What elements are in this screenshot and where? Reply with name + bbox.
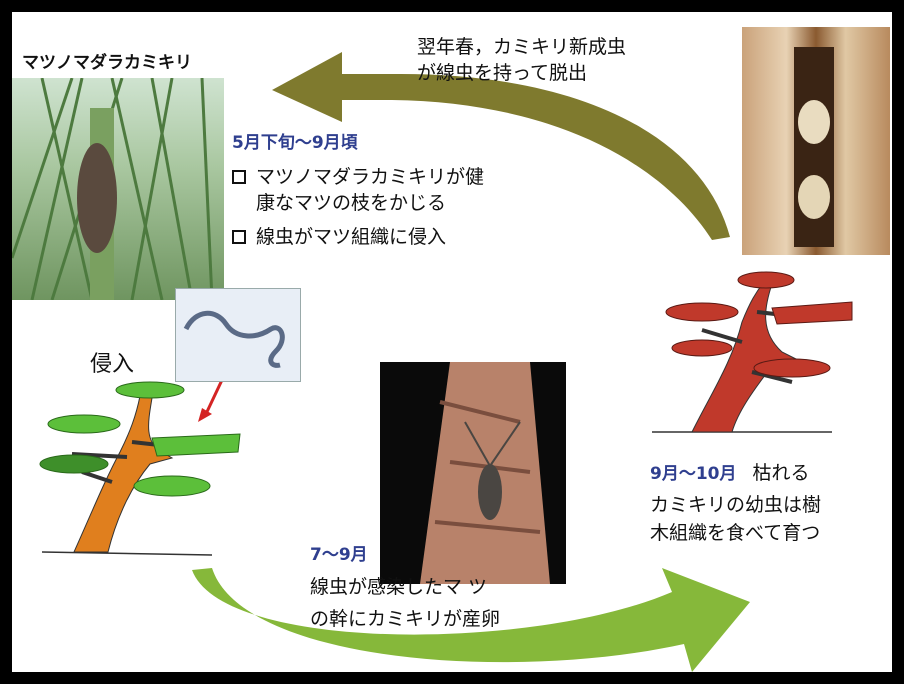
dead-pine-tree — [652, 272, 852, 432]
diagram-panel: マツノマダラカミキリ 翌年春，カミキリ新成虫 が線虫を持って脱出 5月下旬〜9月… — [12, 12, 892, 672]
wilting-status-label: 枯れる — [753, 462, 810, 484]
oviposition-caption-line1: 線虫が感染したマ ツ — [310, 572, 487, 599]
feeding-item-1-line2: 康なマツの枝をかじる — [256, 188, 446, 215]
feeding-item-2: 線虫がマツ組織に侵入 — [232, 222, 446, 249]
checkbox-bullet-icon — [232, 170, 246, 184]
larva-caption-line2: 木組織を食べて育つ — [650, 518, 820, 545]
feeding-item-1: マツノマダラカミキリが健 — [232, 162, 484, 189]
emergence-caption-line1: 翌年春，カミキリ新成虫 — [417, 32, 626, 59]
emergence-caption-line2: が線虫を持って脱出 — [417, 58, 587, 85]
beetle-name-label: マツノマダラカミキリ — [22, 48, 192, 73]
wilting-period-label: 9月〜10月 — [650, 464, 737, 484]
larva-in-wood-photo — [742, 27, 890, 255]
oviposition-period-label: 7〜9月 — [310, 540, 368, 565]
invasion-arrow — [205, 380, 222, 416]
feeding-item-2-text: 線虫がマツ組織に侵入 — [256, 226, 446, 248]
invasion-arrowhead — [198, 408, 212, 422]
beetle-on-pine-photo — [12, 78, 224, 300]
checkbox-bullet-icon — [232, 230, 246, 244]
oviposition-caption-line2: の幹にカミキリが産卵 — [310, 604, 500, 631]
larva-caption-line1: カミキリの幼虫は樹 — [650, 490, 821, 517]
nematode-photo — [175, 288, 301, 382]
beetle-on-bark-photo — [380, 362, 566, 584]
wilting-caption: 9月〜10月 枯れる — [650, 458, 810, 485]
feeding-period-label: 5月下旬〜9月頃 — [232, 128, 358, 153]
invasion-label: 侵入 — [90, 346, 134, 378]
feeding-item-1-line1: マツノマダラカミキリが健 — [256, 166, 484, 188]
